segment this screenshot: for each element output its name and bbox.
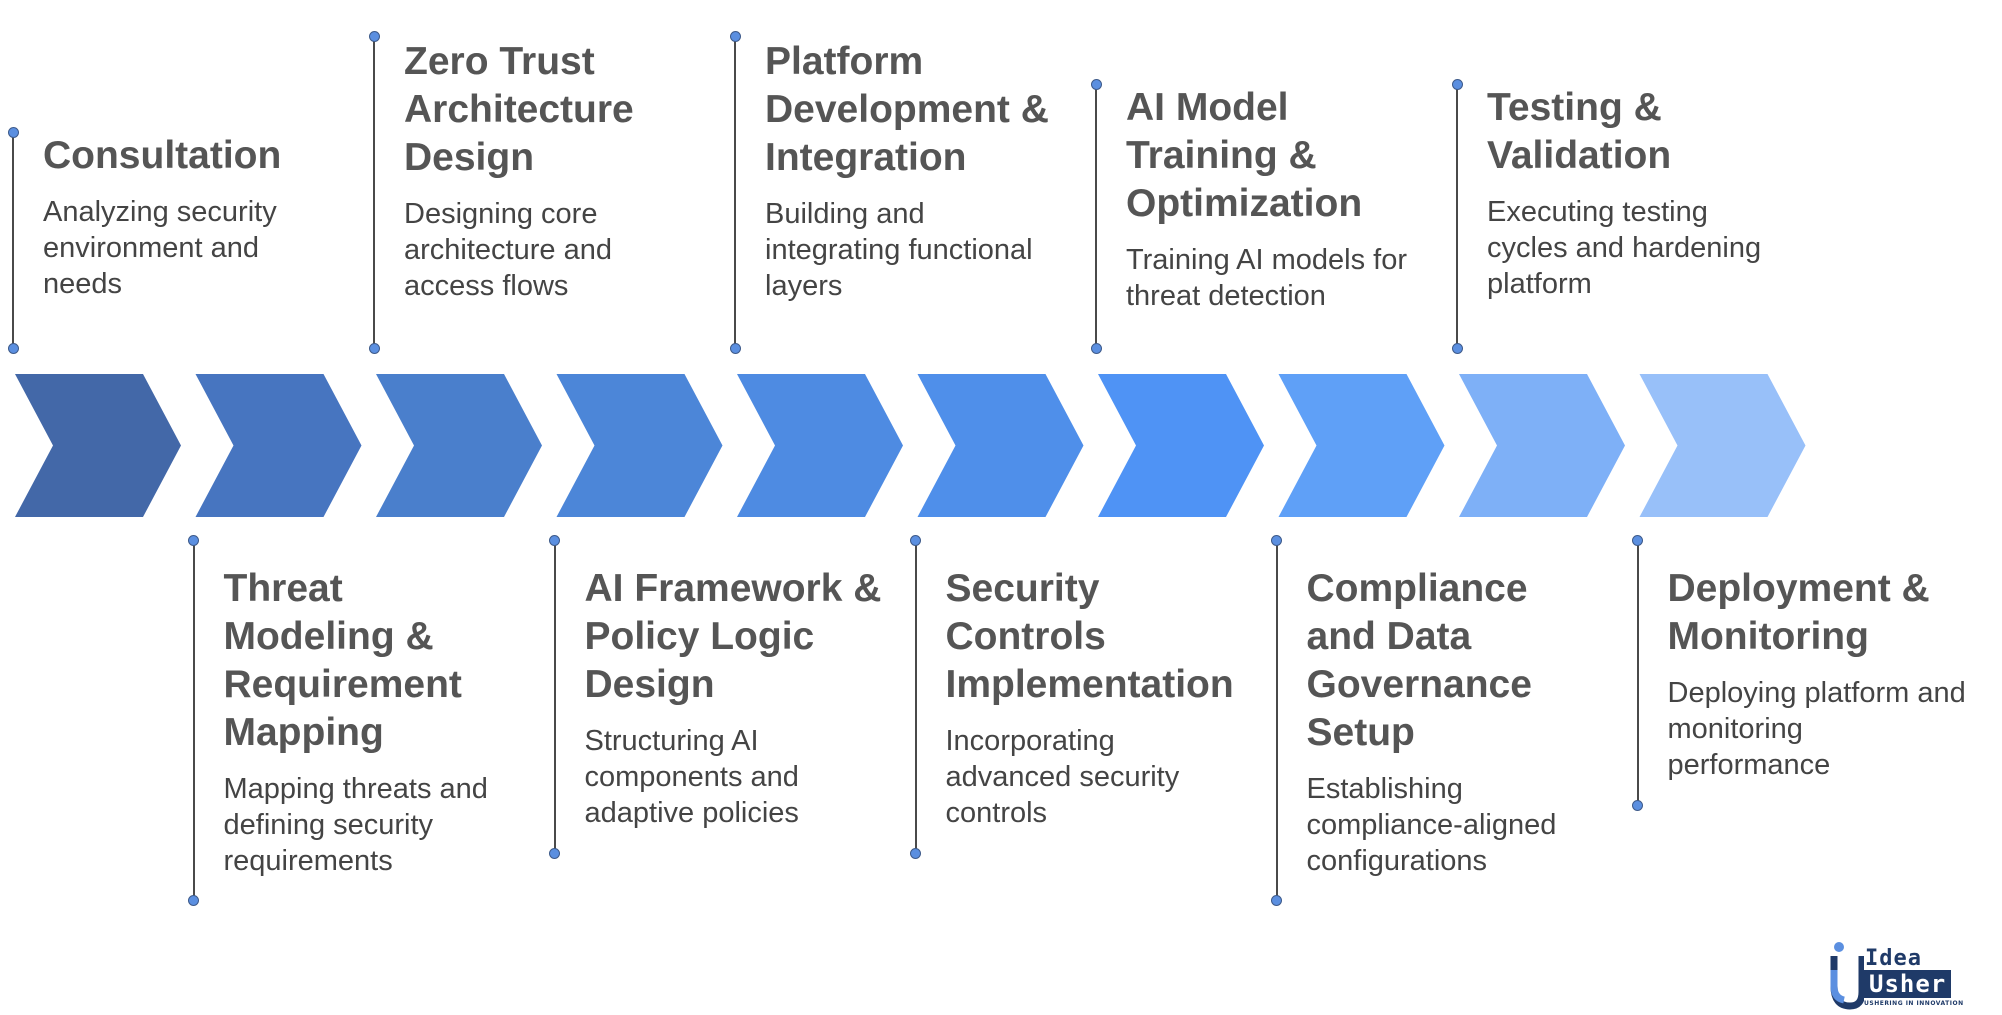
logo-tagline: USHERING IN INNOVATION xyxy=(1864,1000,1964,1007)
step-title: Security Controls Implementation xyxy=(945,567,1234,706)
connector-line xyxy=(734,36,736,348)
connector-dot xyxy=(729,342,741,354)
step-title: Deployment & Monitoring xyxy=(1667,567,1930,658)
connector-dot xyxy=(7,126,19,138)
connector-dot xyxy=(1271,534,1282,546)
chevron-step-1 xyxy=(15,374,181,517)
connector-line xyxy=(553,540,556,853)
logo-mark-icon xyxy=(1830,942,1864,1010)
connector-dot xyxy=(1271,894,1282,906)
chevron-step-10 xyxy=(1639,374,1806,517)
logo-text-idea: Idea xyxy=(1865,946,1922,971)
connector-dot xyxy=(7,342,19,354)
chevron-step-2 xyxy=(195,374,362,517)
connector-line xyxy=(1275,540,1278,900)
connector-dot xyxy=(910,534,921,546)
connector-dot xyxy=(1090,78,1102,90)
step-description: Mapping threats and defining security re… xyxy=(223,773,488,877)
step-description: Analyzing security environment and needs xyxy=(43,196,277,300)
chevron-step-8 xyxy=(1278,374,1445,517)
connector-dot xyxy=(368,30,380,42)
chevron-step-5 xyxy=(737,374,903,517)
connector-dot xyxy=(1632,534,1643,546)
connector-line xyxy=(1095,84,1097,348)
connector-dot xyxy=(1451,78,1463,90)
connector-dot xyxy=(1090,342,1102,354)
step-title: Platform Development & Integration xyxy=(765,40,1049,179)
step-description: Building and integrating functional laye… xyxy=(765,198,1033,302)
step-title: Consultation xyxy=(43,134,282,177)
step-title: Compliance and Data Governance Setup xyxy=(1306,567,1532,754)
step-description: Structuring AI components and adaptive p… xyxy=(584,725,799,829)
connector-dot xyxy=(1451,342,1463,354)
chevron-step-6 xyxy=(917,374,1084,517)
chevron-step-4 xyxy=(556,374,723,517)
step-title: Threat Modeling & Requirement Mapping xyxy=(223,567,462,754)
connector-dot xyxy=(549,847,560,859)
step-description: Incorporating advanced security controls xyxy=(945,725,1180,829)
step-title: Zero Trust Architecture Design xyxy=(404,40,634,179)
connector-line xyxy=(1456,84,1458,348)
connector-dot xyxy=(549,534,560,546)
connector-line xyxy=(1636,540,1639,805)
step-description: Establishing compliance-aligned configur… xyxy=(1306,773,1557,877)
step-title: Testing & Validation xyxy=(1487,86,1672,177)
connector-dot xyxy=(729,30,741,42)
chevron-step-7 xyxy=(1098,374,1264,517)
step-description: Designing core architecture and access f… xyxy=(404,198,612,302)
step-title: AI Framework & Policy Logic Design xyxy=(584,567,882,706)
chevron-step-9 xyxy=(1459,374,1625,517)
idea-usher-logo: Idea Usher USHERING IN INNOVATION xyxy=(1830,940,2000,1012)
connector-line xyxy=(192,540,195,900)
connector-dot xyxy=(188,894,199,906)
chevron-step-3 xyxy=(376,374,542,517)
connector-dot xyxy=(188,534,199,546)
step-description: Training AI models for threat detection xyxy=(1126,244,1407,312)
connector-dot xyxy=(910,847,921,859)
step-title: AI Model Training & Optimization xyxy=(1126,86,1363,225)
connector-dot xyxy=(368,342,380,354)
step-description: Deploying platform and monitoring perfor… xyxy=(1667,677,1966,781)
logo-text-usher: Usher xyxy=(1864,970,1952,998)
step-description: Executing testing cycles and hardening p… xyxy=(1487,196,1762,300)
connector-line xyxy=(373,36,375,348)
connector-dot xyxy=(1632,799,1643,811)
connector-line xyxy=(12,132,14,348)
connector-line xyxy=(914,540,917,853)
